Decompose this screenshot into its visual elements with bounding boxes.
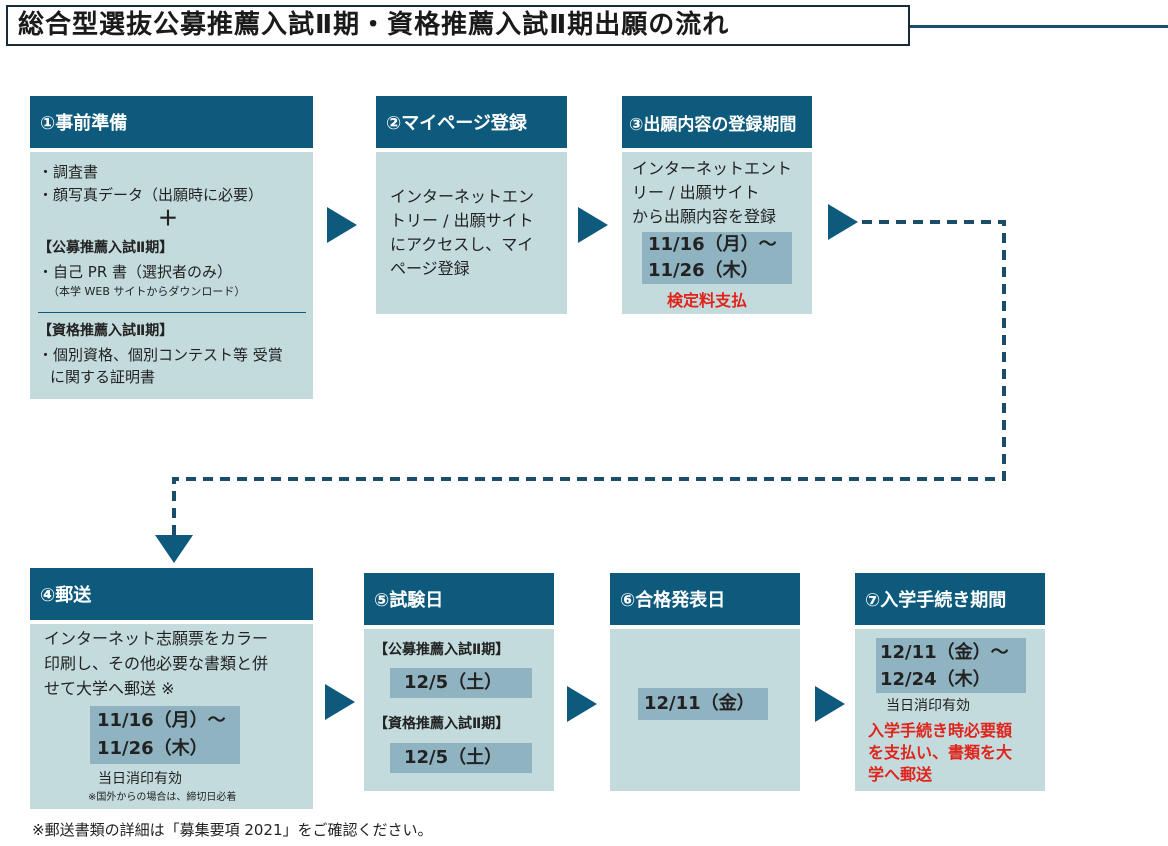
down-arrow bbox=[155, 535, 193, 563]
step1-plus: ＋ bbox=[158, 206, 178, 230]
arrow-3-connector bbox=[828, 204, 858, 240]
page-title: 総合型選抜公募推薦入試Ⅱ期・資格推薦入試Ⅱ期出願の流れ bbox=[6, 5, 910, 46]
step5-header: ⑤試験日 bbox=[364, 573, 554, 625]
step6-date: 12/11（金） bbox=[644, 693, 755, 714]
step2-header: ②マイページ登録 bbox=[376, 96, 567, 148]
step1-sec2-line1: ・個別資格、個別コンテスト等 受賞 bbox=[38, 346, 283, 364]
step7-red1: 入学手続き時必要額 bbox=[868, 721, 1013, 740]
title-rule bbox=[910, 25, 1168, 28]
step4-line1: インターネット志願票をカラー bbox=[44, 629, 269, 648]
footer-note: ※郵送書類の詳細は「募集要項 2021」をご確認ください。 bbox=[32, 821, 433, 839]
step4-date2: 11/26（木） bbox=[97, 738, 208, 759]
arrow-5-6 bbox=[567, 686, 597, 722]
step3-date1: 11/16（月）～ bbox=[648, 234, 777, 255]
step3-line1: インターネットエント bbox=[632, 159, 793, 178]
step5-date2-box bbox=[390, 743, 532, 773]
step1-divider bbox=[38, 312, 306, 313]
arrow-6-7 bbox=[815, 686, 845, 722]
step1-sec1-note: （本学 WEB サイトからダウンロード） bbox=[48, 285, 246, 298]
step7-header: ⑦入学手続き期間 bbox=[855, 573, 1045, 625]
step5-date2: 12/5（土） bbox=[404, 747, 503, 768]
step1-line1: ・調査書 bbox=[38, 163, 99, 181]
step2-line4: ページ登録 bbox=[390, 259, 470, 278]
step5-sec1: 【公募推薦入試Ⅱ期】 bbox=[374, 642, 510, 658]
step5-sec2: 【資格推薦入試Ⅱ期】 bbox=[374, 716, 510, 732]
step4-note1: 当日消印有効 bbox=[98, 771, 182, 787]
step7-note: 当日消印有効 bbox=[886, 698, 970, 714]
step6-date-box bbox=[638, 688, 768, 720]
step2-line2: トリー / 出願サイト bbox=[390, 211, 534, 230]
step1-line2: ・顔写真データ（出願時に必要） bbox=[38, 186, 264, 204]
step1-sec2-title: 【資格推薦入試Ⅱ期】 bbox=[38, 323, 174, 339]
step7-red2: を支払い、書類を大 bbox=[868, 743, 1013, 762]
step4-line3: せて大学へ郵送 ※ bbox=[44, 679, 175, 698]
step7-date2: 12/24（木） bbox=[880, 669, 991, 690]
arrow-1-2 bbox=[327, 207, 357, 243]
step7-date-box bbox=[876, 638, 1026, 693]
step4-date1: 11/16（月）～ bbox=[97, 710, 226, 731]
step3-date2: 11/26（木） bbox=[648, 260, 759, 281]
step2-line3: にアクセスし、マイ bbox=[390, 235, 534, 254]
step6-header: ⑥合格発表日 bbox=[610, 573, 800, 625]
step5-date1: 12/5（土） bbox=[404, 672, 503, 693]
arrow-4-5 bbox=[325, 684, 355, 720]
step7-date1: 12/11（金）～ bbox=[880, 642, 1009, 663]
arrow-2-3 bbox=[578, 207, 608, 243]
step7-red3: 学へ郵送 bbox=[868, 765, 933, 784]
step3-line2: リー / 出願サイト bbox=[632, 183, 760, 202]
step1-sec1-line: ・自己 PR 書（選択者のみ） bbox=[38, 263, 233, 281]
step1-sec1-title: 【公募推薦入試Ⅱ期】 bbox=[38, 240, 174, 256]
step4-note2: ※国外からの場合は、締切日必着 bbox=[88, 792, 237, 803]
step4-header: ④郵送 bbox=[30, 568, 313, 620]
step3-payment: 検定料支払 bbox=[667, 291, 748, 310]
step4-line2: 印刷し、その他必要な書類と併 bbox=[44, 654, 269, 673]
step2-line1: インターネットエン bbox=[390, 187, 535, 206]
step2-body bbox=[376, 152, 567, 314]
step1-header: ①事前準備 bbox=[30, 96, 313, 148]
step3-line3: から出願内容を登録 bbox=[632, 207, 777, 226]
step1-sec2-line2: に関する証明書 bbox=[50, 368, 156, 386]
step4-date-box bbox=[90, 706, 240, 764]
step5-date1-box bbox=[390, 668, 532, 698]
step3-header: ③出願内容の登録期間 bbox=[622, 96, 812, 148]
